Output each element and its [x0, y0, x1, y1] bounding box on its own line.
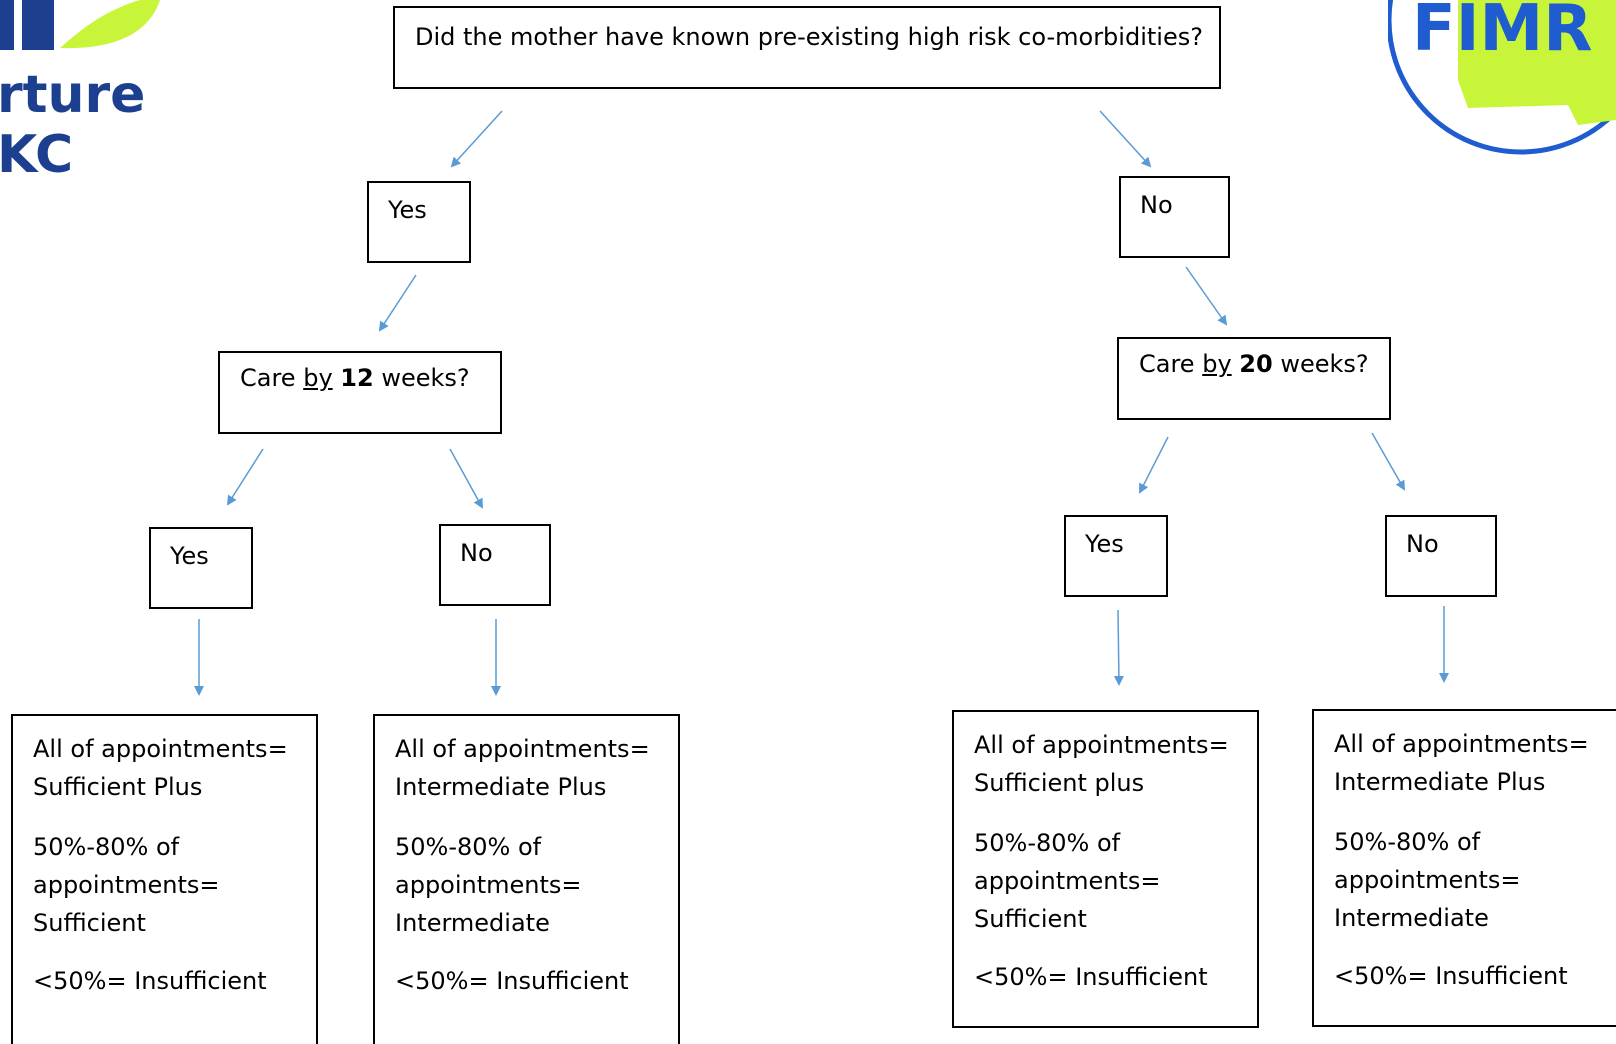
result-care20-no-line2b: appointments= [1334, 866, 1521, 894]
arrow-yes-to-care12 [378, 274, 417, 332]
arrow-care20-to-no [1371, 432, 1405, 491]
question-box: Did the mother have known pre-existing h… [393, 6, 1221, 89]
arrow-care12-to-no [449, 448, 483, 509]
result-care12-no: All of appointments= Intermediate Plus 50… [373, 714, 680, 1044]
care-12-weeks-box: Care by 12 weeks? [218, 351, 502, 434]
result-care12-no-line2c: Intermediate [395, 909, 550, 937]
arrow-q-to-no [1099, 110, 1152, 168]
care20-no-label: No [1406, 530, 1439, 558]
result-care12-yes-line2b: appointments= [33, 871, 220, 899]
care20-no-box: No [1385, 515, 1497, 597]
care-12-suffix: weeks? [381, 364, 470, 392]
care20-yes-label: Yes [1085, 530, 1124, 558]
result-care20-yes-line2c: Sufficient [974, 905, 1087, 933]
result-care20-no-line2c: Intermediate [1334, 904, 1489, 932]
answer-yes-box: Yes [367, 181, 471, 263]
nurture-kc-logo: rture KC [0, 0, 170, 185]
result-care20-yes-line3: <50%= Insufficient [974, 963, 1208, 991]
arrow-yes20-to-result [1113, 609, 1124, 686]
result-care20-yes-line2b: appointments= [974, 867, 1161, 895]
result-care20-yes-line2a: 50%-80% of [974, 829, 1121, 857]
logo-left-text-1: rture [0, 65, 145, 125]
fimr-logo-mark: FIMR [1386, 0, 1616, 155]
result-care12-no-line1a: All of appointments= [395, 735, 650, 763]
care-20-prefix: Care [1139, 350, 1195, 378]
arrow-no-to-care20 [1185, 266, 1228, 326]
result-care12-no-line2a: 50%-80% of [395, 833, 542, 861]
care12-no-box: No [439, 524, 551, 606]
care12-no-label: No [460, 539, 493, 567]
result-care12-yes-line1b: Sufficient Plus [33, 773, 203, 801]
care20-yes-box: Yes [1064, 515, 1168, 597]
arrow-q-to-yes [450, 110, 503, 168]
result-care20-no: All of appointments= Intermediate Plus 50… [1312, 709, 1616, 1027]
result-care12-no-line1b: Intermediate Plus [395, 773, 607, 801]
result-care20-no-line2a: 50%-80% of [1334, 828, 1481, 856]
answer-no-label: No [1140, 191, 1173, 219]
arrow-care12-to-yes [226, 448, 264, 506]
answer-yes-label: Yes [388, 196, 427, 224]
care-12-weeks-number: 12 [340, 364, 374, 392]
result-care20-yes-line1b: Sufficient plus [974, 769, 1145, 797]
question-text: Did the mother have known pre-existing h… [415, 23, 1203, 51]
result-care20-yes-line1a: All of appointments= [974, 731, 1229, 759]
care-20-weeks-text: Care by 20 weeks? [1139, 350, 1369, 379]
result-care12-no-line3: <50%= Insufficient [395, 967, 629, 995]
logo-right-text: FIMR [1412, 0, 1593, 66]
care-20-weeks-number: 20 [1239, 350, 1273, 378]
care-20-by: by [1202, 350, 1232, 378]
result-care20-no-line3: <50%= Insufficient [1334, 962, 1568, 990]
care12-yes-label: Yes [170, 542, 209, 570]
result-care12-no-line2b: appointments= [395, 871, 582, 899]
care12-yes-box: Yes [149, 527, 253, 609]
result-care12-yes-line3: <50%= Insufficient [33, 967, 267, 995]
result-care12-yes: All of appointments= Sufficient Plus 50%-… [11, 714, 318, 1044]
result-care20-no-line1a: All of appointments= [1334, 730, 1589, 758]
result-care12-yes-line2c: Sufficient [33, 909, 146, 937]
care-20-suffix: weeks? [1280, 350, 1369, 378]
care-12-by: by [303, 364, 333, 392]
answer-no-box: No [1119, 176, 1230, 258]
nurture-kc-logo-mark: rture KC [0, 0, 160, 185]
result-care12-yes-line2a: 50%-80% of [33, 833, 180, 861]
care-20-weeks-box: Care by 20 weeks? [1117, 337, 1391, 420]
arrow-care20-to-yes [1139, 436, 1169, 494]
care-12-weeks-text: Care by 12 weeks? [240, 364, 470, 393]
logo-left-text-2: KC [0, 125, 73, 180]
result-care20-yes: All of appointments= Sufficient plus 50%-… [952, 710, 1259, 1028]
care-12-prefix: Care [240, 364, 296, 392]
result-care12-yes-line1a: All of appointments= [33, 735, 288, 763]
result-care20-no-line1b: Intermediate Plus [1334, 768, 1546, 796]
fimr-logo: FIMR [1386, 0, 1616, 160]
